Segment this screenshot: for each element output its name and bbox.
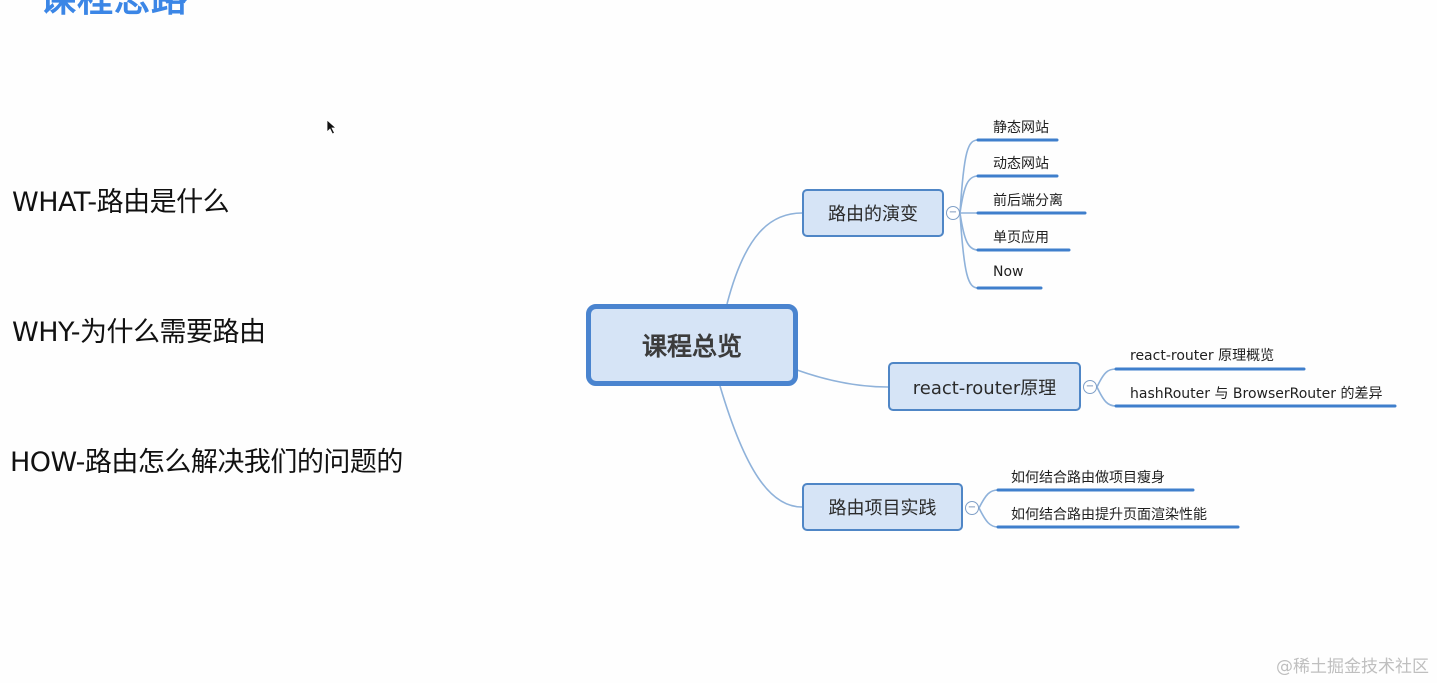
branch-node-route-evolution[interactable]: 路由的演变 bbox=[802, 189, 944, 237]
collapse-toggle-icon[interactable]: − bbox=[965, 501, 979, 515]
point-how: HOW-路由怎么解决我们的问题的 bbox=[10, 447, 403, 478]
leaf-render-performance[interactable]: 如何结合路由提升页面渲染性能 bbox=[1011, 507, 1207, 523]
connector-branch-1-leaf-1 bbox=[959, 139, 979, 214]
leaf-hashrouter-vs-browserrouter[interactable]: hashRouter 与 BrowserRouter 的差异 bbox=[1130, 386, 1383, 402]
connector-branch-1-leaf-2 bbox=[959, 175, 979, 214]
leaf-react-router-overview[interactable]: react-router 原理概览 bbox=[1130, 348, 1275, 364]
leaf-frontend-backend-separation[interactable]: 前后端分离 bbox=[993, 193, 1063, 209]
mindmap-root-node[interactable]: 课程总览 bbox=[586, 304, 798, 386]
leaf-single-page-app[interactable]: 单页应用 bbox=[993, 230, 1049, 246]
connector-branch-2-leaf-1 bbox=[1096, 368, 1117, 388]
mouse-cursor-icon bbox=[326, 119, 338, 135]
slide-title: 课程思路 bbox=[40, 0, 188, 22]
point-why: WHY-为什么需要路由 bbox=[12, 317, 266, 348]
connector-root-branch-3 bbox=[719, 385, 803, 508]
point-what: WHAT-路由是什么 bbox=[12, 187, 230, 218]
branch-node-react-router-principle[interactable]: react-router原理 bbox=[888, 362, 1081, 411]
leaf-now[interactable]: Now bbox=[993, 264, 1024, 280]
connector-root-branch-2 bbox=[796, 369, 889, 388]
connector-branch-1-leaf-5 bbox=[959, 212, 979, 289]
connector-branch-2-leaf-2 bbox=[1096, 386, 1117, 407]
collapse-toggle-icon[interactable]: − bbox=[1083, 380, 1097, 394]
leaf-dynamic-site[interactable]: 动态网站 bbox=[993, 156, 1049, 172]
connector-branch-3-leaf-1 bbox=[978, 489, 999, 509]
leaf-static-site[interactable]: 静态网站 bbox=[993, 120, 1049, 136]
leaf-project-slimming[interactable]: 如何结合路由做项目瘦身 bbox=[1011, 470, 1165, 486]
connector-branch-3-leaf-2 bbox=[978, 507, 999, 528]
branch-node-route-project-practice[interactable]: 路由项目实践 bbox=[802, 483, 963, 531]
collapse-toggle-icon[interactable]: − bbox=[946, 206, 960, 220]
watermark: @稀土掘金技术社区 bbox=[1276, 657, 1429, 677]
connector-root-branch-1 bbox=[726, 212, 803, 305]
